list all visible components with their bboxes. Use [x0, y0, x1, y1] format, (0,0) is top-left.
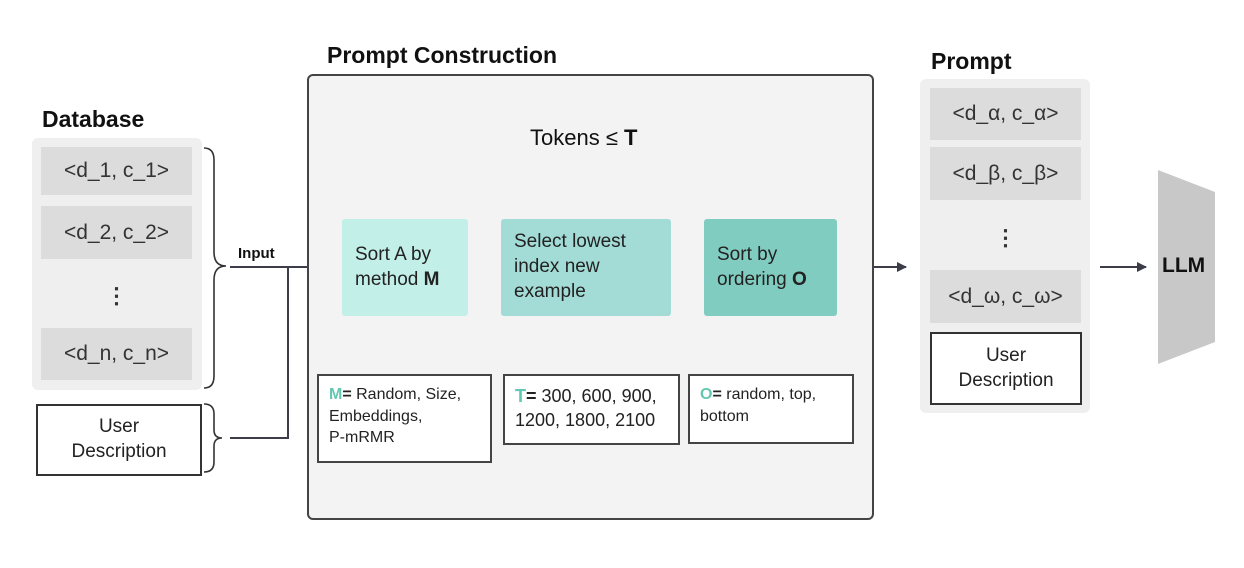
user-description-line-1: User [98, 416, 140, 438]
step-select-lowest: Select lowest index new example [501, 219, 671, 316]
step-symbol: O [792, 268, 807, 290]
prompt-title: Prompt [931, 48, 1012, 74]
user-description-brace [203, 403, 223, 473]
param-tokens: T= 300, 600, 900, 1200, 1800, 2100 [503, 374, 680, 445]
param-method: M= Random, Size, Embeddings, P-mRMR [317, 374, 492, 463]
step-line: Select lowest [514, 231, 626, 253]
param-text: 300, 600, 900, [536, 386, 657, 406]
param-text: bottom [700, 407, 749, 425]
database-brace [203, 147, 227, 389]
loop-label-symbol: T [624, 125, 638, 150]
llm-label: LLM [1162, 254, 1206, 277]
database-item: <d_n, c_n> [41, 328, 192, 380]
user-description-line-1: User [985, 344, 1027, 366]
param-text: Embeddings, [329, 407, 423, 425]
user-description-line [230, 267, 289, 439]
user-description-line-2: Description [958, 369, 1054, 391]
prompt-item: <d_ω, c_ω> [930, 270, 1081, 323]
database-item: <d_2, c_2> [41, 206, 192, 259]
database-user-description: User Description [36, 404, 202, 476]
user-description-line-2: Description [71, 441, 167, 462]
prompt-construction-title: Prompt Construction [327, 42, 557, 68]
param-symbol: M [329, 386, 343, 403]
param-text: Random, Size, [351, 386, 462, 403]
param-symbol: O [700, 386, 713, 403]
step-line: Sort A by [355, 243, 432, 265]
step-line: Sort by [717, 243, 778, 265]
param-ordering: O= random, top, bottom [688, 374, 854, 444]
database-item: <d_1, c_1> [41, 147, 192, 195]
prompt-panel: <d_α, c_α> <d_β, c_β> ⋮ <d_ω, c_ω> User … [920, 79, 1090, 413]
step-symbol: M [423, 268, 440, 290]
param-text: P-mRMR [329, 429, 395, 447]
loop-label-text: Tokens ≤ [530, 125, 625, 150]
step-line: index new [514, 256, 600, 278]
step-line: ordering O [717, 268, 807, 290]
step-sort-ordering: Sort by ordering O [704, 219, 837, 316]
prompt-item: <d_α, c_α> [930, 88, 1081, 140]
llm-shape [1158, 170, 1215, 364]
param-text: random, top, [721, 386, 817, 403]
database-ellipsis: ⋮ [105, 283, 128, 308]
param-text: 1200, 1800, 2100 [515, 410, 656, 431]
prompt-user-description: User Description [930, 332, 1082, 405]
loop-label: Tokens ≤ T [530, 125, 637, 151]
param-symbol: T [515, 386, 526, 406]
database-title: Database [42, 106, 145, 132]
input-label: Input [238, 245, 275, 262]
step-sort-method: Sort A by method M [342, 219, 468, 316]
prompt-ellipsis: ⋮ [994, 225, 1017, 250]
database-panel: <d_1, c_1> <d_2, c_2> ⋮ <d_n, c_n> [32, 138, 202, 390]
step-line: method M [355, 268, 440, 290]
prompt-item: <d_β, c_β> [930, 147, 1081, 200]
step-line: example [514, 280, 586, 302]
